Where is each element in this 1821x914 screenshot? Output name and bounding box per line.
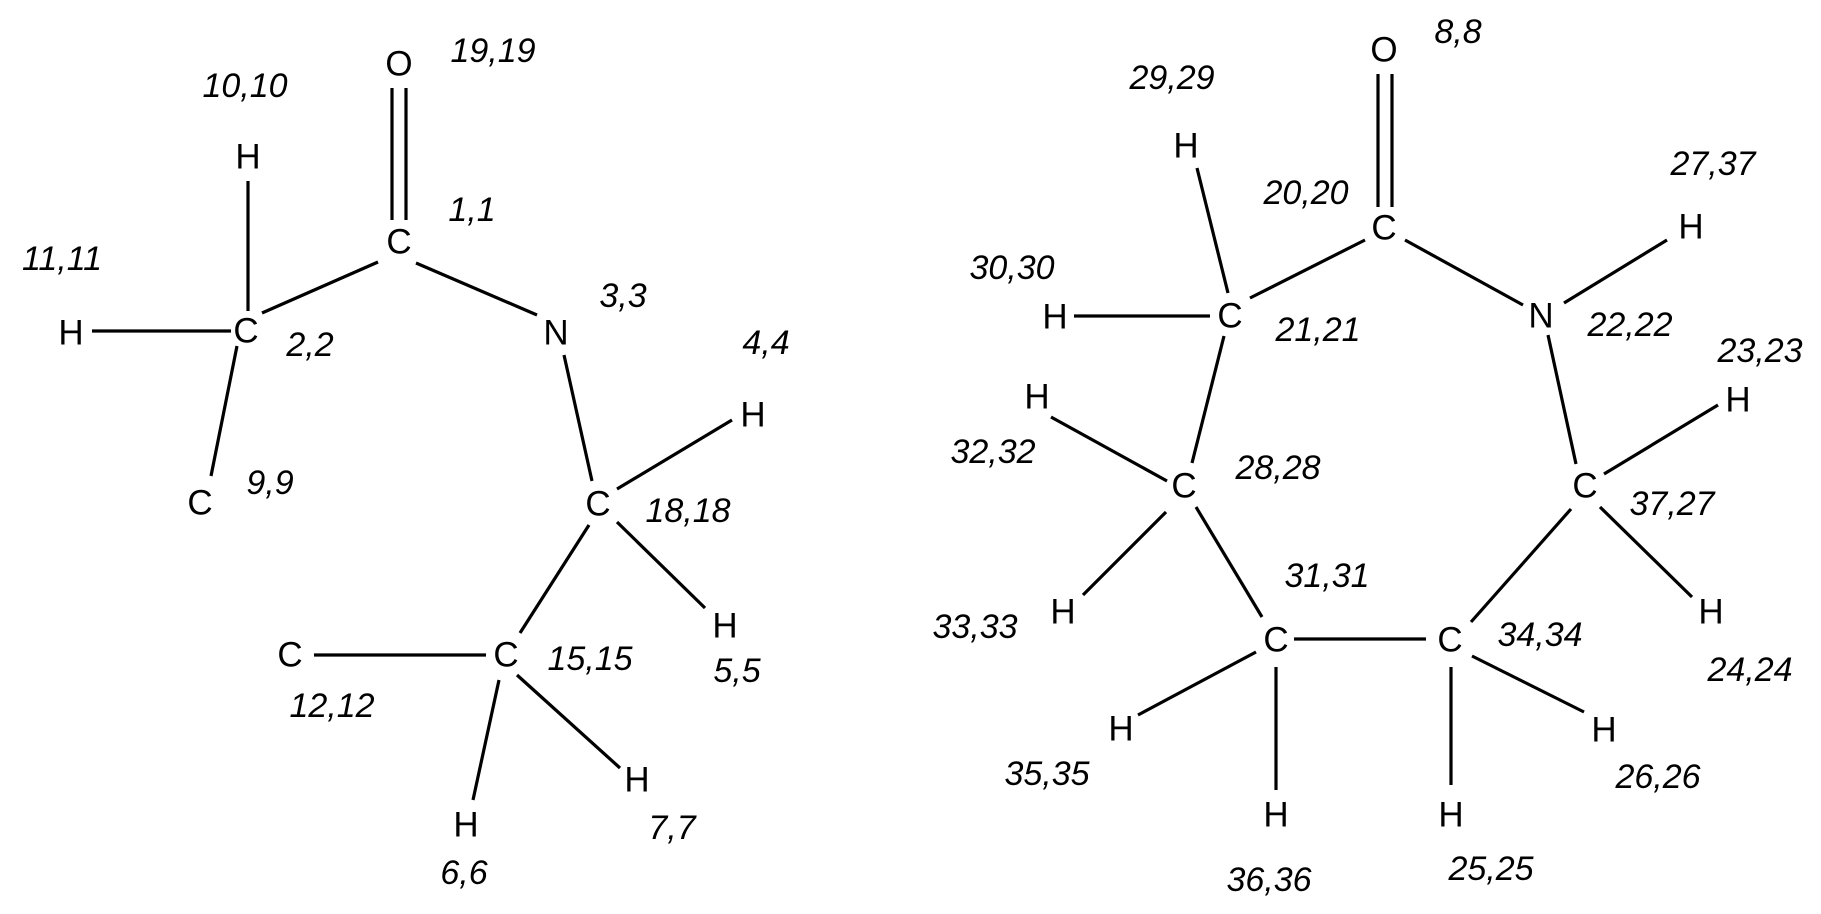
right-atom-c31: C (1263, 621, 1288, 660)
right-atom-h29: H (1173, 127, 1198, 166)
left-map-12-12: 12,12 (289, 687, 374, 725)
left-molecule-atoms: O C H H C N C H C H C C H H (58, 45, 765, 845)
left-atom-c1: C (386, 223, 411, 262)
bond-c18-h4 (616, 418, 733, 491)
right-atom-o8: O (1370, 31, 1397, 70)
left-map-7-7: 7,7 (648, 809, 696, 847)
right-atom-c21: C (1217, 297, 1242, 336)
left-map-19-19: 19,19 (450, 32, 535, 70)
right-atom-h36: H (1263, 796, 1288, 835)
left-map-5-5: 5,5 (713, 652, 760, 690)
right-atom-h23: H (1725, 381, 1750, 420)
bond-c1-n3 (415, 261, 538, 317)
left-atom-h11: H (58, 314, 83, 353)
right-map-29-29: 29,29 (1128, 59, 1214, 97)
right-map-27-37: 27,37 (1669, 145, 1756, 183)
left-map-10-10: 10,10 (202, 67, 287, 105)
left-map-4-4: 4,4 (742, 324, 789, 362)
right-map-21-21: 21,21 (1274, 311, 1360, 349)
bond-c20-n22 (1404, 238, 1524, 307)
bond-h35-c31 (1137, 650, 1257, 717)
left-atom-h7: H (624, 761, 649, 800)
right-map-24-24: 24,24 (1706, 651, 1792, 689)
left-molecule-map-labels: 19,19 1,1 10,10 11,11 2,2 3,3 9,9 4,4 18… (22, 32, 790, 892)
left-map-11-11: 11,11 (22, 240, 102, 278)
right-atom-h25: H (1438, 796, 1463, 835)
right-atom-h26: H (1591, 711, 1616, 750)
right-atom-h24: H (1698, 593, 1723, 632)
left-molecule-bonds (92, 88, 733, 801)
left-atom-h6: H (453, 806, 478, 845)
bond-c18-h5 (615, 520, 707, 610)
bond-c37-c34 (1469, 507, 1573, 624)
left-atom-o19: O (385, 45, 412, 84)
right-map-31-31: 31,31 (1284, 557, 1369, 595)
left-atom-c9: C (187, 484, 212, 523)
right-atom-h33: H (1050, 593, 1075, 632)
bond-c28-c31 (1194, 506, 1264, 618)
left-atom-h5: H (712, 607, 737, 646)
left-atom-c12: C (277, 636, 302, 675)
bond-n22-h27 (1563, 238, 1668, 305)
left-map-2-2: 2,2 (285, 326, 333, 364)
left-atom-c2: C (233, 312, 258, 351)
left-map-18-18: 18,18 (645, 492, 730, 530)
left-map-1-1: 1,1 (448, 191, 495, 229)
bond-c21-c20 (1249, 238, 1366, 300)
left-atom-h4: H (740, 396, 765, 435)
bond-h32-c28 (1050, 415, 1168, 483)
right-atom-c37: C (1572, 467, 1597, 506)
bond-c2-c9 (209, 345, 239, 477)
left-atom-c15: C (493, 636, 518, 675)
right-atom-c34: C (1437, 621, 1462, 660)
right-map-22-22: 22,22 (1586, 306, 1672, 344)
right-atom-c20: C (1371, 209, 1396, 248)
left-atom-c18: C (585, 485, 610, 524)
bond-h29-c21 (1195, 167, 1230, 294)
left-map-15-15: 15,15 (547, 640, 632, 678)
right-map-36-36: 36,36 (1226, 861, 1311, 899)
bond-c21-c28 (1190, 335, 1226, 464)
bond-c37-h23 (1603, 403, 1719, 476)
left-map-3-3: 3,3 (599, 277, 646, 315)
bond-c18-c15 (518, 524, 591, 634)
right-map-26-26: 26,26 (1614, 758, 1700, 796)
right-atom-c28: C (1171, 467, 1196, 506)
right-molecule-bonds (1050, 74, 1719, 790)
right-map-8-8: 8,8 (1434, 13, 1481, 51)
right-atom-n22: N (1528, 297, 1553, 336)
left-map-6-6: 6,6 (440, 854, 487, 892)
right-map-25-25: 25,25 (1447, 850, 1533, 888)
left-atom-h10: H (235, 138, 260, 177)
right-map-33-33: 33,33 (932, 608, 1017, 646)
right-map-30-30: 30,30 (969, 249, 1054, 287)
right-map-37-27: 37,27 (1629, 485, 1715, 523)
right-map-32-32: 32,32 (950, 433, 1035, 471)
bond-c34-h26 (1471, 654, 1585, 714)
right-map-23-23: 23,23 (1716, 332, 1802, 370)
right-atom-h32: H (1024, 378, 1049, 417)
right-map-20-20: 20,20 (1262, 174, 1348, 212)
left-map-9-9: 9,9 (246, 464, 293, 502)
right-atom-h27: H (1678, 208, 1703, 247)
bond-n22-c37 (1546, 334, 1578, 465)
right-map-28-28: 28,28 (1234, 449, 1320, 487)
right-map-35-35: 35,35 (1004, 755, 1089, 793)
bond-c15-h7 (515, 673, 622, 770)
bond-c15-h6 (471, 679, 501, 801)
bond-c28-h33 (1081, 510, 1168, 597)
right-atom-h30: H (1042, 298, 1067, 337)
right-molecule-map-labels: 8,8 29,29 20,20 27,37 30,30 21,21 22,22 … (932, 13, 1802, 899)
right-map-34-34: 34,34 (1497, 616, 1582, 654)
bond-c2-c1 (261, 260, 379, 315)
left-atom-n3: N (543, 314, 568, 353)
right-molecule-atoms: O H C H H C N H H C C H C C H H H H H (1024, 31, 1750, 835)
bond-c37-h24 (1598, 505, 1694, 599)
right-atom-h35: H (1108, 710, 1133, 749)
bond-n3-c18 (562, 354, 594, 482)
